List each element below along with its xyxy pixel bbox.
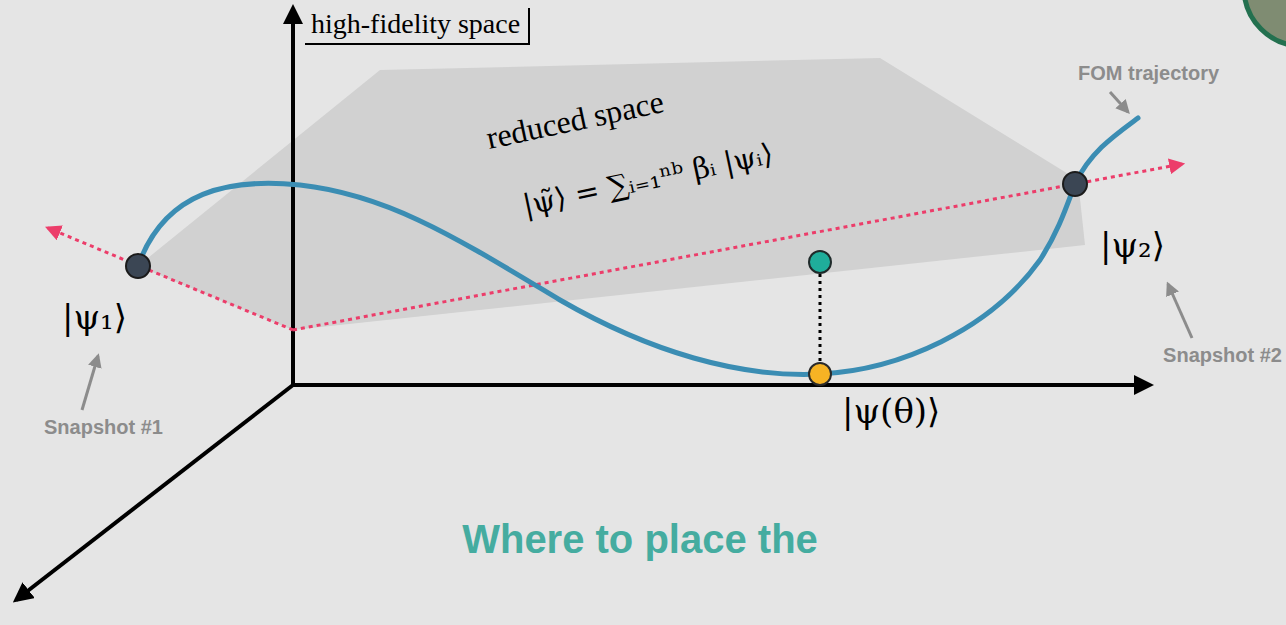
snapshot-dot bbox=[1063, 172, 1087, 196]
leader-arrow bbox=[82, 356, 98, 410]
callout-label: Snapshot #1 bbox=[44, 416, 163, 439]
leader-arrow bbox=[1168, 284, 1192, 338]
state-label: |ψ(θ)⟩ bbox=[842, 392, 940, 431]
reduced-solution-dot bbox=[809, 251, 831, 273]
horizontal-axis bbox=[293, 383, 1150, 387]
slide-heading: Where to place the bbox=[462, 516, 818, 562]
depth-axis bbox=[16, 385, 293, 600]
fom-trajectory bbox=[138, 118, 1138, 374]
state-label: |ψ₁⟩ bbox=[62, 298, 127, 337]
state-label: |ψ₂⟩ bbox=[1100, 226, 1165, 265]
leader-arrow bbox=[1110, 92, 1128, 112]
callout-label: FOM trajectory bbox=[1078, 62, 1219, 85]
projection-line bbox=[819, 274, 822, 363]
reduced-plane bbox=[138, 58, 1085, 330]
presenter-photo bbox=[1244, 0, 1286, 46]
callout-label: Snapshot #2 bbox=[1163, 344, 1282, 367]
snapshot-dot bbox=[126, 254, 150, 278]
axis-label: high-fidelity space bbox=[305, 8, 530, 45]
full-solution-dot bbox=[809, 363, 831, 385]
